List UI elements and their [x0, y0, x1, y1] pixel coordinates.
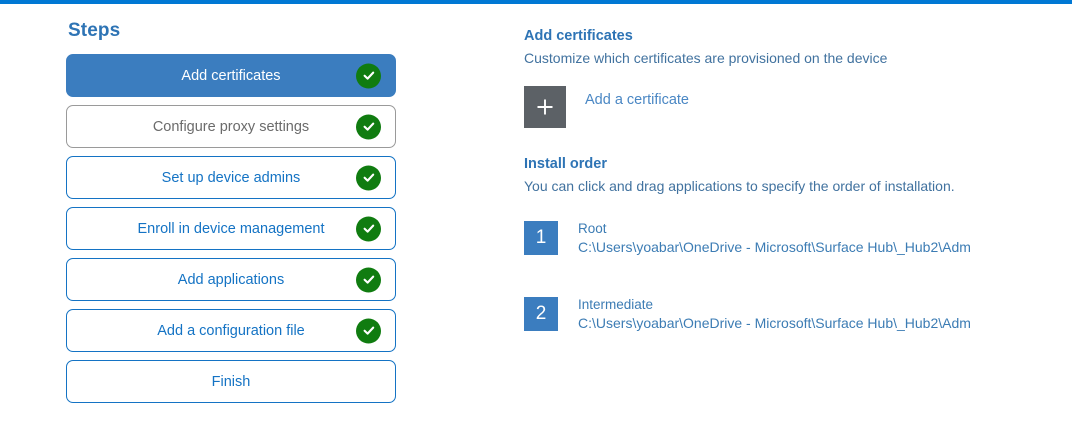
- wizard-page: Steps Add certificates Configure proxy s…: [0, 4, 1072, 443]
- steps-heading: Steps: [68, 20, 121, 41]
- step-button-enroll-in-device-management[interactable]: Enroll in device management: [66, 207, 396, 250]
- check-icon: [356, 63, 381, 88]
- step-button-configure-proxy-settings[interactable]: Configure proxy settings: [66, 105, 396, 148]
- install-order-item[interactable]: 2 Intermediate C:\Users\yoabar\OneDrive …: [524, 296, 1044, 332]
- add-certificate-link[interactable]: Add a certificate: [585, 91, 689, 108]
- install-order-heading: Install order: [524, 155, 607, 172]
- step-label: Add applications: [177, 271, 285, 288]
- install-order-item[interactable]: 1 Root C:\Users\yoabar\OneDrive - Micros…: [524, 220, 1044, 256]
- check-icon: [356, 318, 381, 343]
- step-button-add-applications[interactable]: Add applications: [66, 258, 396, 301]
- install-order-section: Install order You can click and drag app…: [524, 156, 1044, 332]
- order-item-text: Intermediate C:\Users\yoabar\OneDrive - …: [578, 296, 971, 332]
- check-icon: [356, 114, 381, 139]
- check-icon: [356, 267, 381, 292]
- steps-panel: Steps Add certificates Configure proxy s…: [66, 20, 406, 411]
- install-order-list: 1 Root C:\Users\yoabar\OneDrive - Micros…: [524, 220, 1044, 333]
- check-icon: [356, 165, 381, 190]
- step-label: Finish: [211, 373, 251, 390]
- order-item-name: Intermediate: [578, 297, 654, 313]
- step-label: Add certificates: [181, 67, 281, 84]
- install-order-description: You can click and drag applications to s…: [524, 177, 955, 194]
- step-button-add-a-configuration-file[interactable]: Add a configuration file: [66, 309, 396, 352]
- order-item-path: C:\Users\yoabar\OneDrive - Microsoft\Sur…: [578, 314, 971, 331]
- step-label: Configure proxy settings: [152, 118, 310, 135]
- detail-title: Add certificates: [524, 28, 633, 44]
- plus-icon: [534, 96, 556, 118]
- order-number-badge: 1: [524, 220, 558, 255]
- order-item-path: C:\Users\yoabar\OneDrive - Microsoft\Sur…: [578, 238, 971, 255]
- detail-subtitle: Customize which certificates are provisi…: [524, 50, 888, 66]
- add-certificate-row: Add a certificate: [524, 85, 1044, 128]
- step-label: Set up device admins: [161, 169, 301, 186]
- step-button-add-certificates[interactable]: Add certificates: [66, 54, 396, 97]
- step-label: Add a configuration file: [157, 322, 305, 339]
- order-item-text: Root C:\Users\yoabar\OneDrive - Microsof…: [578, 220, 971, 256]
- top-accent-bar: [0, 0, 1072, 4]
- step-button-set-up-device-admins[interactable]: Set up device admins: [66, 156, 396, 199]
- detail-panel: Add certificates Customize which certifi…: [524, 28, 1044, 372]
- order-item-name: Root: [578, 220, 607, 236]
- check-icon: [356, 216, 381, 241]
- step-label: Enroll in device management: [137, 220, 325, 237]
- add-certificate-button[interactable]: [524, 85, 566, 128]
- order-number-badge: 2: [524, 297, 558, 332]
- step-button-finish[interactable]: Finish: [66, 360, 396, 403]
